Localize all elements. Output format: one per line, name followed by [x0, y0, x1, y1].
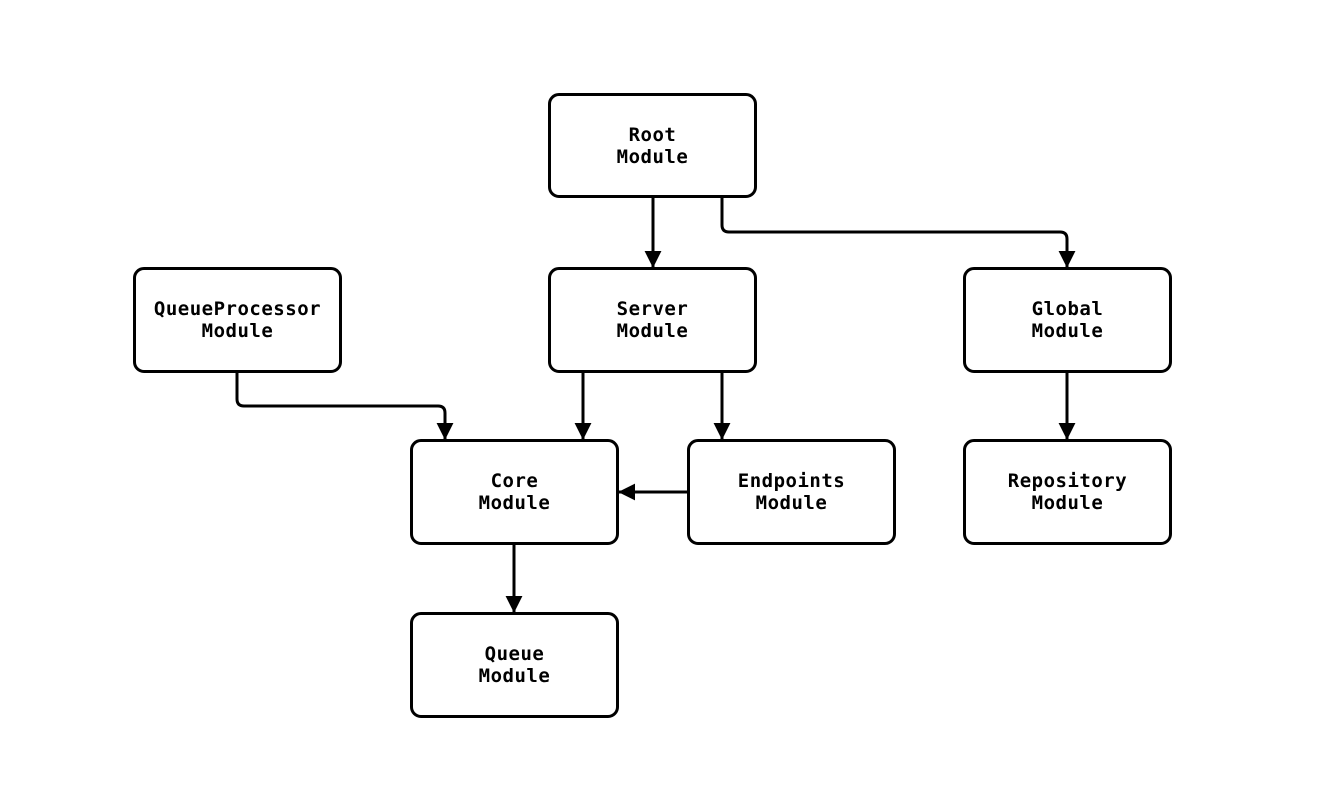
node-server-module-label: Server Module — [616, 298, 689, 342]
node-core-module: Core Module — [410, 439, 619, 545]
node-endpoints-module: Endpoints Module — [687, 439, 896, 545]
node-global-module-label: Global Module — [1031, 298, 1104, 342]
node-root-module: Root Module — [548, 93, 757, 198]
node-endpoints-module-label: Endpoints Module — [737, 470, 846, 514]
node-global-module: Global Module — [963, 267, 1172, 373]
node-queue-module: Queue Module — [410, 612, 619, 718]
node-repository-module-label: Repository Module — [1007, 470, 1128, 514]
node-queue-module-label: Queue Module — [478, 643, 551, 687]
edge-root-to-global — [720, 198, 1076, 268]
node-repository-module: Repository Module — [963, 439, 1172, 545]
node-core-module-label: Core Module — [478, 470, 551, 514]
edge-queueprocessor-to-core — [235, 373, 454, 440]
node-queueprocessor-module: QueueProcessor Module — [133, 267, 342, 373]
node-server-module: Server Module — [548, 267, 757, 373]
node-root-module-label: Root Module — [616, 123, 689, 168]
node-queueprocessor-module-label: QueueProcessor Module — [153, 298, 322, 342]
